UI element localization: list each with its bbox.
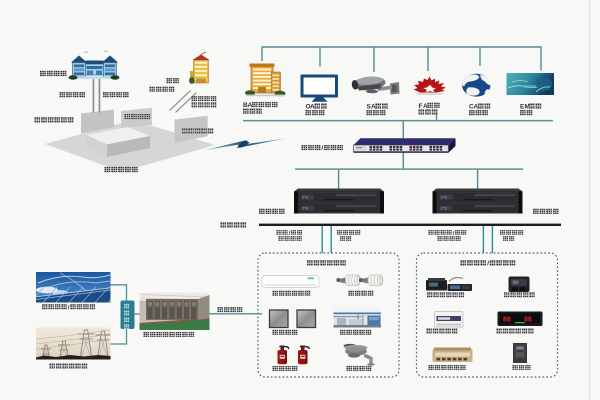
svg-text:M: M [525,104,530,111]
svg-text:E: E [520,104,525,111]
svg-text:/: / [321,145,323,152]
svg-text:S: S [367,104,372,111]
svg-text:ZTE: ZTE [302,196,309,200]
svg-text:O: O [306,104,311,111]
svg-text:F: F [419,103,423,110]
svg-text:B: B [243,102,248,109]
svg-text:/: / [68,304,70,311]
svg-text:A: A [423,103,428,110]
svg-text:A: A [371,104,376,111]
svg-text:A: A [310,104,315,111]
svg-text:ZTE: ZTE [441,207,448,211]
svg-text:/: / [453,231,455,237]
svg-text:C: C [469,104,474,111]
svg-text:ZTE: ZTE [302,207,309,211]
svg-text:A: A [474,104,479,111]
svg-text:A: A [248,102,253,109]
svg-text:88: 88 [503,317,511,324]
svg-text:/: / [289,231,291,237]
svg-text:/: / [487,261,489,268]
svg-text:88: 88 [524,317,532,324]
svg-text:ZTE: ZTE [441,196,448,200]
